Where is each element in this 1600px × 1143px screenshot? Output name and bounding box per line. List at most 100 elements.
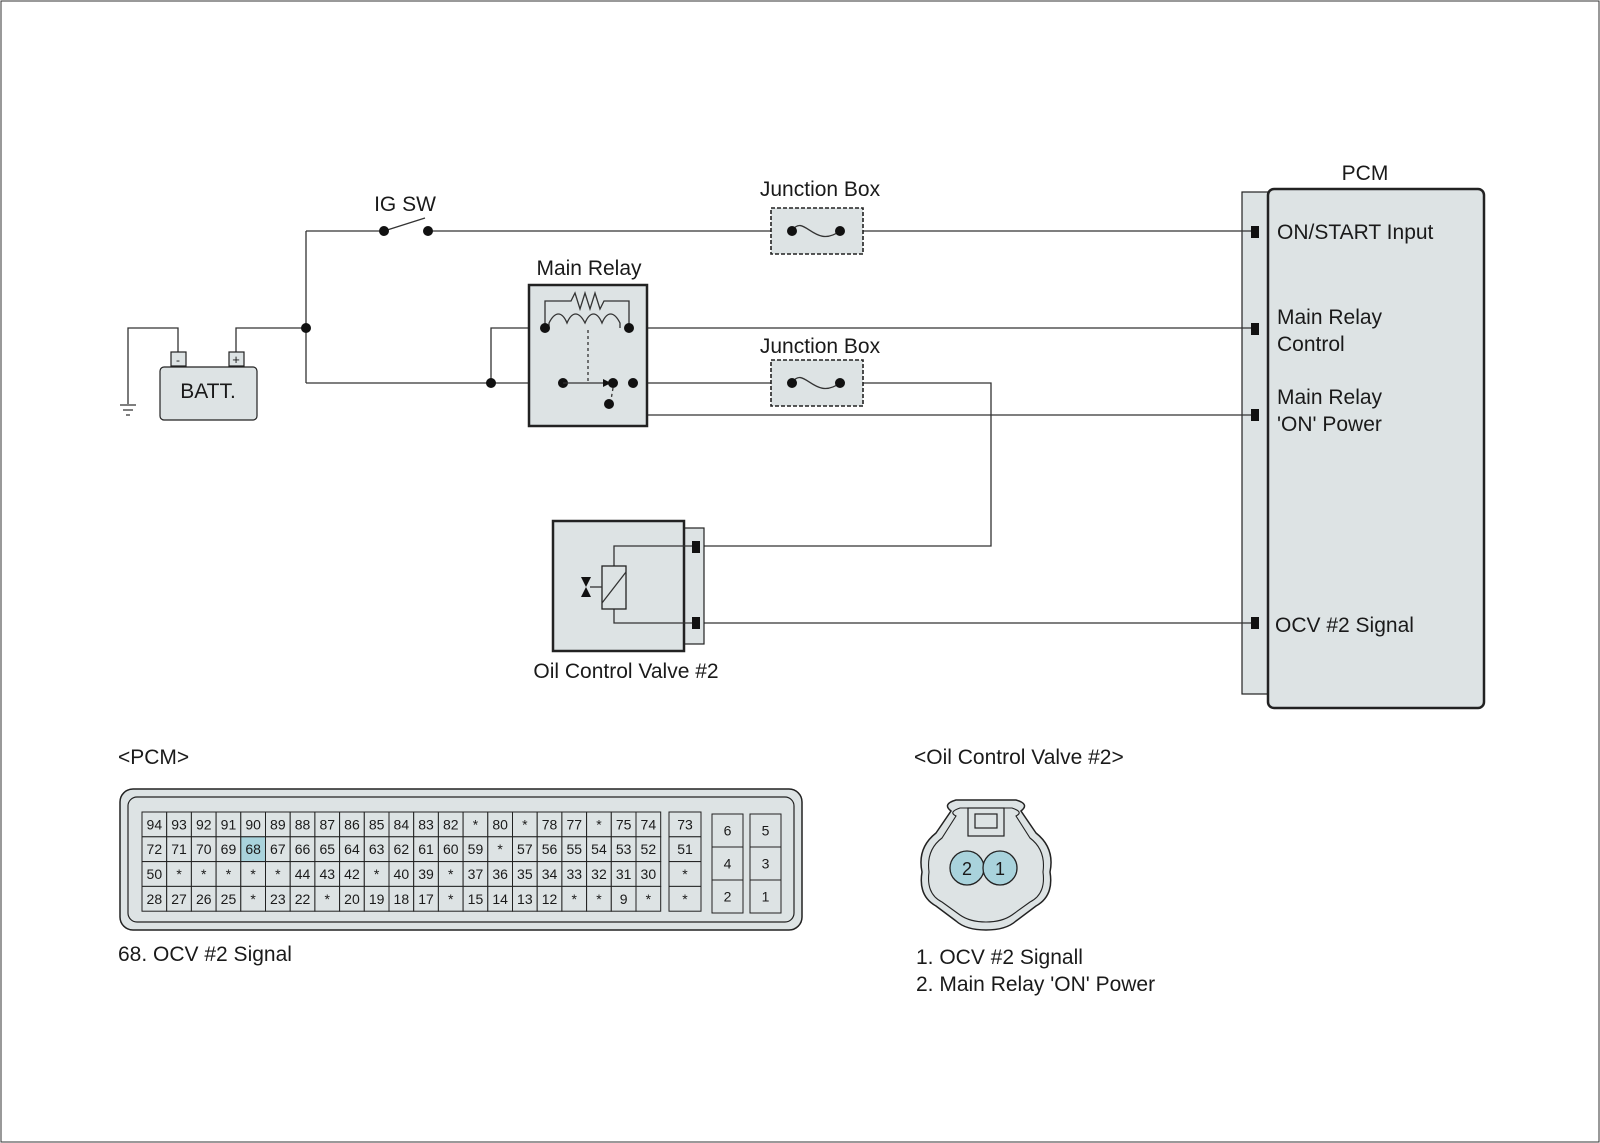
pcm-pin-5-cell <box>749 813 782 848</box>
pcm-pin-52: 52 <box>641 841 657 857</box>
pcm-pin-4: 4 <box>724 856 732 872</box>
ocv-terminal <box>692 617 700 629</box>
junction-box-1-body <box>770 207 864 255</box>
ground-symbol <box>120 404 136 416</box>
ocv-connector-legend-1: 1. OCV #2 Signall <box>916 946 1083 969</box>
pcm-pin-91: 91 <box>221 816 237 832</box>
pcm-pin-19: 19 <box>369 891 385 907</box>
junction-box-2-body <box>770 359 864 407</box>
pcm-pin-empty: * <box>646 891 652 907</box>
pcm-pin-2: 2 <box>724 889 732 905</box>
pcm-pin-92: 92 <box>196 816 212 832</box>
ocv-power-wire <box>701 382 992 547</box>
pcm-pin-empty-cell <box>314 885 341 912</box>
pcm-pin-59: 59 <box>468 841 484 857</box>
pcm-pin-empty: * <box>250 891 256 907</box>
valve-icon <box>581 577 591 597</box>
battery-minus-sign: - <box>176 353 180 367</box>
pcm-pin-56: 56 <box>542 841 558 857</box>
pcm-pin-37-cell <box>462 861 489 887</box>
battery-negative-post <box>170 351 187 367</box>
fuse-2-symbol <box>791 376 841 390</box>
pcm-pin-empty: * <box>596 816 602 832</box>
pcm-pin-ocv-signal-label: OCV #2 Signal <box>1275 614 1414 637</box>
ocv-internal-wire <box>613 609 692 624</box>
pcm-pin-empty-cell <box>190 861 217 887</box>
pcm-pin-54: 54 <box>591 841 607 857</box>
pcm-pin-62: 62 <box>394 841 410 857</box>
ocv-terminal <box>692 541 700 553</box>
pcm-pin-18: 18 <box>394 891 410 907</box>
fuse-terminal <box>835 378 845 388</box>
pcm-pin-1-cell <box>749 879 782 914</box>
pcm-title: PCM <box>1342 162 1389 185</box>
pcm-pin-28-cell <box>141 885 168 912</box>
pcm-pin-78: 78 <box>542 816 558 832</box>
junction-box-1-label: Junction Box <box>760 178 881 201</box>
ocv-solenoid-coil <box>601 565 627 610</box>
pcm-pin-empty-cell <box>561 885 588 912</box>
main-relay-label: Main Relay <box>536 257 642 280</box>
pcm-pin-57-cell <box>512 836 538 863</box>
ig-sw-terminal <box>423 226 433 236</box>
pcm-pin-53: 53 <box>616 841 632 857</box>
ocv-connector-view: <Oil Control Valve #2> 2 1 1. OCV #2 Sig… <box>914 746 1155 996</box>
pcm-pin-14-cell <box>487 885 513 912</box>
relay-switch-terminal <box>604 399 614 409</box>
pcm-pin-93: 93 <box>171 816 187 832</box>
pcm-pin-93-cell <box>166 811 192 838</box>
pcm-pin-87: 87 <box>319 816 335 832</box>
pcm-pin-90: 90 <box>245 816 261 832</box>
pcm-pin-empty-cell <box>363 861 390 887</box>
pcm-pin-61: 61 <box>418 841 434 857</box>
pcm-pin-60: 60 <box>443 841 459 857</box>
pcm-pin-empty: * <box>682 891 688 907</box>
junction-box-1: Junction Box <box>760 178 881 255</box>
pcm-pin-20-cell <box>339 885 365 912</box>
pcm-pin-51: 51 <box>677 841 693 857</box>
battery-plus-sign: + <box>232 352 240 367</box>
pcm-pin-42: 42 <box>344 866 360 882</box>
pcm-pin-on-start-label: ON/START Input <box>1277 221 1434 244</box>
ocv-connector-inner-outline <box>927 807 1045 923</box>
pcm-pin-94-cell <box>141 811 168 838</box>
ocv-connector-pin-1-label: 1 <box>995 859 1005 879</box>
pcm-pin-68-cell <box>240 836 267 863</box>
ground-wire <box>127 327 179 404</box>
pcm-pin-94: 94 <box>147 816 163 832</box>
pcm-pin-20: 20 <box>344 891 360 907</box>
pcm-terminal <box>1251 323 1259 335</box>
pcm-terminal <box>1251 617 1259 629</box>
pcm-pin-44: 44 <box>295 866 311 882</box>
pcm-terminal <box>1251 226 1259 238</box>
pcm-pin-30-cell <box>635 861 662 887</box>
main-relay: Main Relay <box>527 257 649 428</box>
pcm-pin-85: 85 <box>369 816 385 832</box>
relay-terminal <box>540 323 550 333</box>
relay-coil-feed-wire <box>490 327 545 383</box>
pcm-pin-27-cell <box>166 885 192 912</box>
pcm-pin-82-cell <box>437 811 464 838</box>
pcm-pin-52-cell <box>635 836 662 863</box>
pcm-pin-40: 40 <box>394 866 410 882</box>
pcm-pin-empty-cell <box>635 885 662 912</box>
pcm-pin-78-cell <box>536 811 563 838</box>
pcm-pin-86-cell <box>339 811 365 838</box>
pcm-pin-empty: * <box>176 866 182 882</box>
pcm-pin-empty: * <box>374 866 380 882</box>
pcm-pin-12-cell <box>536 885 563 912</box>
pcm-pin-empty: * <box>325 891 331 907</box>
pcm-pin-17: 17 <box>418 891 434 907</box>
pcm-pin-73-cell <box>668 811 702 838</box>
pcm-pin-empty-cell <box>668 885 702 912</box>
pcm-pin-empty-cell <box>437 885 464 912</box>
pcm-pin-42-cell <box>339 861 365 887</box>
fuse-terminal <box>787 226 797 236</box>
pcm-body <box>1266 187 1486 710</box>
pcm-pin-empty: * <box>572 891 578 907</box>
pcm-pin-23-cell <box>265 885 291 912</box>
pcm-pin-64: 64 <box>344 841 360 857</box>
